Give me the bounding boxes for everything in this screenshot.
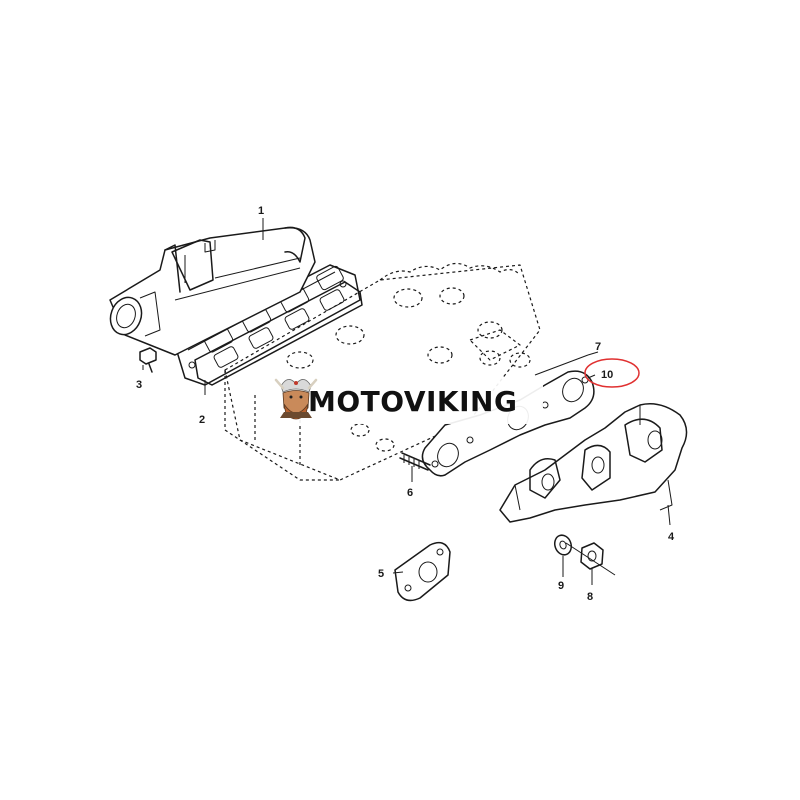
part-label-4: 4 (668, 531, 675, 543)
part-label-7: 7 (595, 341, 601, 353)
part-label-1: 1 (258, 205, 264, 217)
bolt (139, 347, 157, 373)
watermark: MOTOVIKING (268, 378, 543, 424)
viking-mascot-icon (274, 378, 318, 420)
part-label-6: 6 (407, 487, 413, 499)
small-gasket (394, 541, 451, 602)
stud (399, 452, 431, 471)
exhaust-manifold (499, 403, 688, 523)
nut (580, 542, 604, 570)
part-label-10: 10 (601, 369, 613, 381)
leader-lines (142, 218, 671, 585)
part-label-9: 9 (558, 580, 564, 592)
watermark-text: MOTOVIKING (308, 385, 517, 418)
highlight-circle (584, 358, 640, 388)
part-label-2: 2 (199, 414, 205, 426)
part-label-8: 8 (587, 591, 593, 603)
part-label-5: 5 (378, 568, 384, 580)
intake-manifold (109, 226, 316, 356)
washer (553, 534, 573, 556)
cylinder-head (224, 262, 541, 481)
intake-gasket-outer (194, 281, 363, 386)
part-label-3: 3 (136, 379, 142, 391)
